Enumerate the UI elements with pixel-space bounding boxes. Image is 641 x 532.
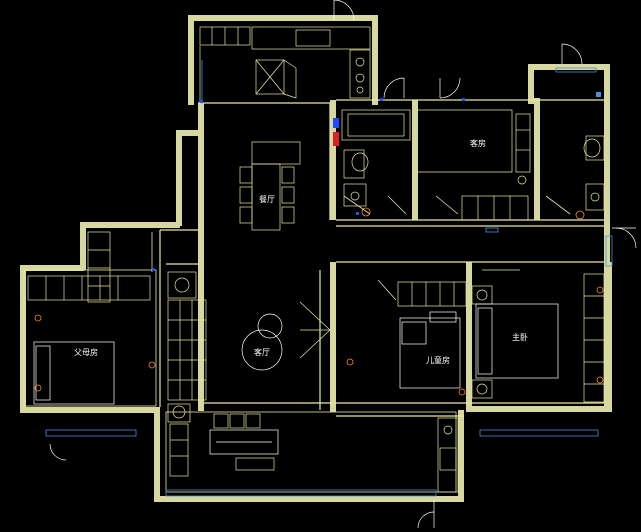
dining-table [239, 141, 301, 231]
bathroom-2 [575, 92, 605, 220]
room-label-children: 儿童房 [426, 355, 450, 365]
markers [152, 98, 465, 271]
room-label-parents: 父母房 [74, 347, 98, 357]
kitchen [199, 26, 371, 103]
outer-walls [20, 15, 612, 502]
door-swings [49, 0, 637, 529]
living-room [167, 271, 331, 423]
bathroom-1 [333, 109, 411, 217]
master-bedroom [471, 273, 605, 403]
room-label-master: 主卧 [512, 332, 528, 342]
windows [45, 60, 613, 497]
balcony [169, 413, 459, 493]
room-label-guest: 客房 [470, 138, 486, 148]
parents-room [27, 231, 156, 405]
guest-room [418, 109, 531, 221]
wall-outlines [23, 99, 604, 493]
room-label-dining: 餐厅 [259, 195, 275, 204]
room-label-living: 客厅 [254, 347, 270, 357]
children-room [346, 281, 467, 396]
